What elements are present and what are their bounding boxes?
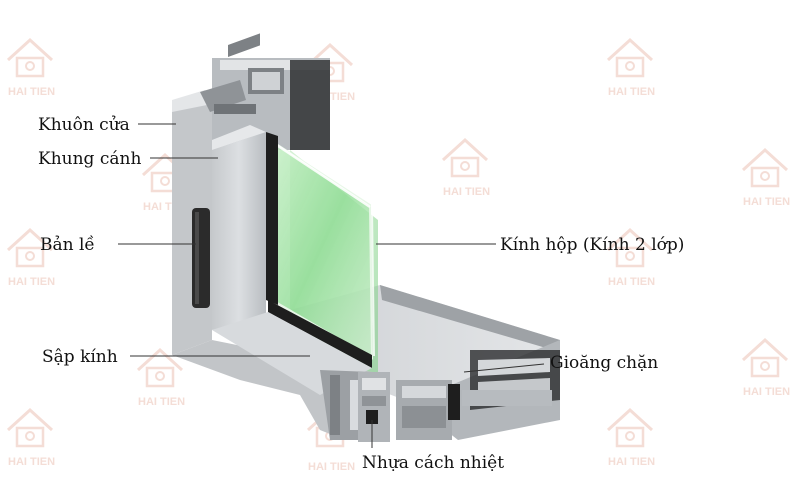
watermark-text: HAI TIEN: [443, 186, 490, 198]
watermark-house-logo-icon: HAI TIEN HAI TIEN HAI TIEN HAI TIEN HAI …: [6, 38, 790, 473]
label-khuon-cua: Khuôn cửa: [38, 115, 130, 135]
watermark-text: HAI TIEN: [608, 456, 655, 468]
thermal-break-strip: [366, 410, 378, 424]
label-gioang-chan: Gioăng chặn: [550, 353, 658, 373]
labels: Khuôn cửa Khung cánh Bản lề Sập kính Kín…: [38, 115, 684, 473]
hinge: [192, 208, 210, 308]
watermark-text: HAI TIEN: [138, 396, 185, 408]
label-kinh-hop: Kính hộp (Kính 2 lớp): [500, 235, 684, 255]
label-sap-kinh: Sập kính: [42, 347, 118, 367]
glass-spacer-left: [266, 132, 278, 305]
watermark-text: HAI TIEN: [743, 196, 790, 208]
watermark-text: HAI TIEN: [308, 461, 355, 473]
label-khung-canh: Khung cánh: [38, 149, 141, 169]
watermark-layer: HAI TIEN HAI TIEN HAI TIEN HAI TIEN HAI …: [6, 38, 790, 473]
watermark-text: HAI TIEN: [743, 386, 790, 398]
leader-gioang-chan: [463, 363, 545, 373]
watermark-text: HAI TIEN: [8, 86, 55, 98]
watermark-text: HAI TIEN: [608, 276, 655, 288]
label-ban-le: Bản lề: [40, 235, 95, 255]
stop-gasket: [448, 384, 460, 420]
label-nhua-cach-nhiet: Nhựa cách nhiệt: [362, 453, 504, 473]
leader-lines: [118, 123, 545, 448]
window-profile-illustration: [172, 33, 560, 442]
glass-spacer-bottom: [268, 300, 372, 368]
watermark-text: HAI TIEN: [608, 86, 655, 98]
sash-frame-vertical: [212, 132, 266, 330]
watermark-text: HAI TIEN: [8, 456, 55, 468]
watermark-text: HAI TIEN: [8, 276, 55, 288]
